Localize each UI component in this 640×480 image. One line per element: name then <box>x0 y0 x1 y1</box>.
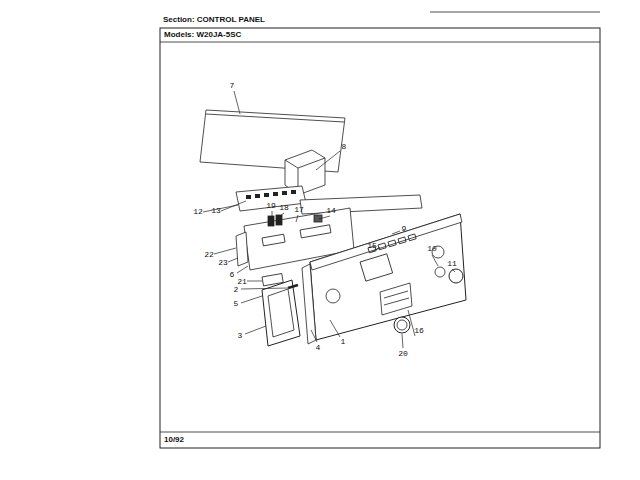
callout-number: 6 <box>230 271 235 279</box>
callout-number: 14 <box>326 207 336 215</box>
callout-number: 20 <box>398 350 408 358</box>
knob <box>449 269 463 283</box>
console-window <box>360 254 393 281</box>
callout-number: 23 <box>218 259 228 267</box>
switch <box>268 216 274 226</box>
callout-number: 2 <box>234 286 239 294</box>
callout-number: 18 <box>279 204 289 212</box>
callout-number: 21 <box>237 278 247 286</box>
end-bracket <box>236 232 248 266</box>
callout-number: 12 <box>193 208 203 216</box>
button-panel <box>380 283 412 315</box>
knob <box>394 317 410 333</box>
timer-edge <box>285 160 298 168</box>
callout-number: 15 <box>367 242 377 250</box>
callout-number: 16 <box>414 327 424 335</box>
callout-number: 13 <box>211 207 221 215</box>
end-cap <box>262 280 300 346</box>
model-label: Models: W20JA-5SC <box>164 31 241 39</box>
panel-line <box>384 291 408 298</box>
switch <box>276 215 282 225</box>
callout-number: 4 <box>316 344 321 352</box>
shield-edge <box>206 114 344 122</box>
knob-face <box>397 320 407 330</box>
callout-number: 3 <box>238 332 243 340</box>
callout-number: 5 <box>234 300 239 308</box>
callout-number: 17 <box>294 206 304 214</box>
plate-slot <box>262 234 285 246</box>
footer-rule <box>160 432 600 433</box>
clip <box>288 285 298 288</box>
console-hole <box>326 289 340 303</box>
callout-number: 19 <box>266 202 276 210</box>
callout-number: 10 <box>427 245 437 253</box>
callout-number: 9 <box>402 225 407 233</box>
top-rule <box>430 12 600 13</box>
callout-number: 11 <box>447 260 457 268</box>
trim-strip <box>302 264 316 344</box>
leader-lines <box>203 91 455 348</box>
label-plate <box>262 274 283 286</box>
callout-number: 8 <box>342 143 347 151</box>
knob-insert <box>435 267 445 277</box>
callout-number: 22 <box>204 251 214 259</box>
button-row <box>368 234 416 253</box>
console <box>310 214 466 340</box>
console-top <box>310 214 462 270</box>
plate-slot <box>300 225 331 238</box>
date-code: 10/92 <box>164 436 184 444</box>
section-title: Section: CONTROL PANEL <box>163 16 265 24</box>
callout-number: 7 <box>230 82 235 90</box>
control-bracket <box>300 195 422 214</box>
header-rule <box>160 42 600 43</box>
callout-number: 1 <box>341 338 346 346</box>
end-cap-inner <box>268 289 294 337</box>
page-frame <box>160 28 600 448</box>
panel-line <box>384 298 409 305</box>
